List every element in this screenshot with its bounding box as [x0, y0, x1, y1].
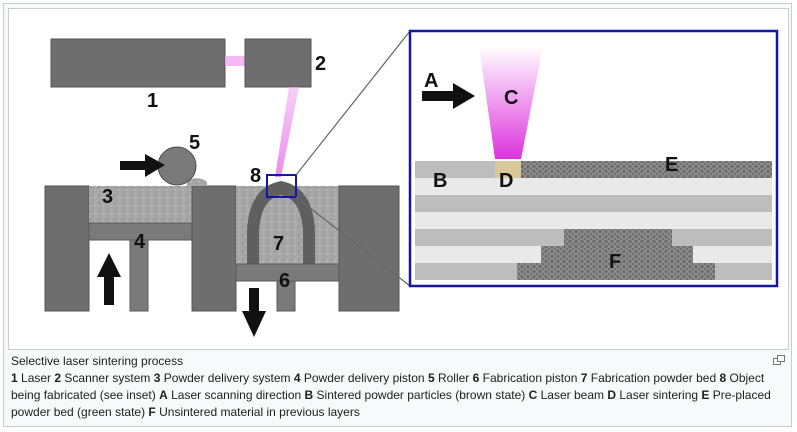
label-7: 7: [273, 233, 284, 255]
label-E: E: [665, 154, 678, 176]
legend-text: Laser scanning direction: [167, 388, 305, 402]
label-1: 1: [147, 90, 158, 112]
label-C: C: [504, 87, 518, 109]
legend-text: Scanner system: [61, 371, 154, 385]
delivery-wall-right: [191, 185, 237, 312]
label-F: F: [609, 251, 621, 273]
legend-key: D: [607, 388, 617, 402]
legend-text: Fabrication piston: [479, 371, 581, 385]
scanning-direction-arrow: [422, 83, 475, 109]
inset: A B C D E F: [408, 29, 779, 288]
delivery-piston-rod: [129, 239, 149, 312]
figure-caption: Selective laser sintering process 1 Lase…: [11, 353, 786, 421]
caption-title: Selective laser sintering process: [11, 354, 184, 368]
legend-key: 7: [580, 371, 588, 385]
fabrication-wall-right: [338, 185, 400, 312]
legend-key: F: [148, 405, 156, 419]
legend-text: Laser beam: [537, 388, 608, 402]
label-6: 6: [279, 270, 290, 292]
legend-key: 2: [54, 371, 62, 385]
label-5: 5: [189, 132, 200, 154]
legend-key: 3: [153, 371, 161, 385]
legend-key: 1: [11, 371, 18, 385]
legend-text: Fabrication powder bed: [587, 371, 720, 385]
laser-beam-horizontal: [225, 56, 245, 66]
piston-down-arrow: [242, 288, 266, 337]
legend-text: Powder delivery piston: [300, 371, 428, 385]
label-B: B: [433, 170, 447, 192]
legend-key: 5: [427, 371, 435, 385]
scanned-beam: [275, 87, 299, 177]
label-3: 3: [102, 186, 113, 208]
fabrication-piston-rod: [276, 280, 296, 312]
magnify-icon[interactable]: [773, 355, 785, 365]
legend-key: 8: [719, 371, 727, 385]
roller-direction-arrow: [120, 154, 165, 177]
fabricated-object: [247, 181, 315, 264]
legend-text: Laser sintering: [616, 388, 702, 402]
sintering-spot: [495, 161, 521, 178]
legend-text: Roller: [434, 371, 473, 385]
legend-key: 4: [293, 371, 301, 385]
delivery-wall-left: [44, 185, 90, 312]
label-2: 2: [315, 53, 326, 75]
label-A: A: [424, 70, 438, 92]
legend-text: Laser: [17, 371, 55, 385]
legend-text: Object being fabricated (see inset): [11, 371, 765, 402]
figure-thumbnail: 1 2 3 4 5: [3, 3, 792, 427]
legend-key: B: [304, 388, 314, 402]
label-4: 4: [134, 231, 146, 253]
caption-legend: 1 Laser 2 Scanner system 3 Powder delive…: [11, 370, 786, 421]
piston-up-arrow: [97, 253, 121, 305]
legend-key: A: [159, 388, 168, 402]
inset-marker: [266, 174, 297, 198]
legend-key: E: [701, 388, 710, 402]
legend-key: 6: [472, 371, 480, 385]
green-state-layer: [521, 161, 772, 178]
scanner-system: [244, 38, 312, 88]
label-D: D: [499, 170, 513, 192]
unsintered-material: [564, 229, 672, 246]
sls-diagram[interactable]: 1 2 3 4 5: [8, 8, 789, 350]
legend-key: C: [528, 388, 538, 402]
label-8: 8: [250, 165, 261, 187]
delivery-powder: [89, 186, 192, 223]
laser-beam-inset: [479, 46, 543, 159]
legend-text: Unsintered material in previous layers: [155, 405, 360, 419]
legend-text: Sintered powder particles (brown state): [313, 388, 529, 402]
laser-body: [50, 38, 226, 88]
legend-text: Powder delivery system: [160, 371, 294, 385]
legend-text: Pre-placed powder bed (green state): [11, 388, 771, 419]
